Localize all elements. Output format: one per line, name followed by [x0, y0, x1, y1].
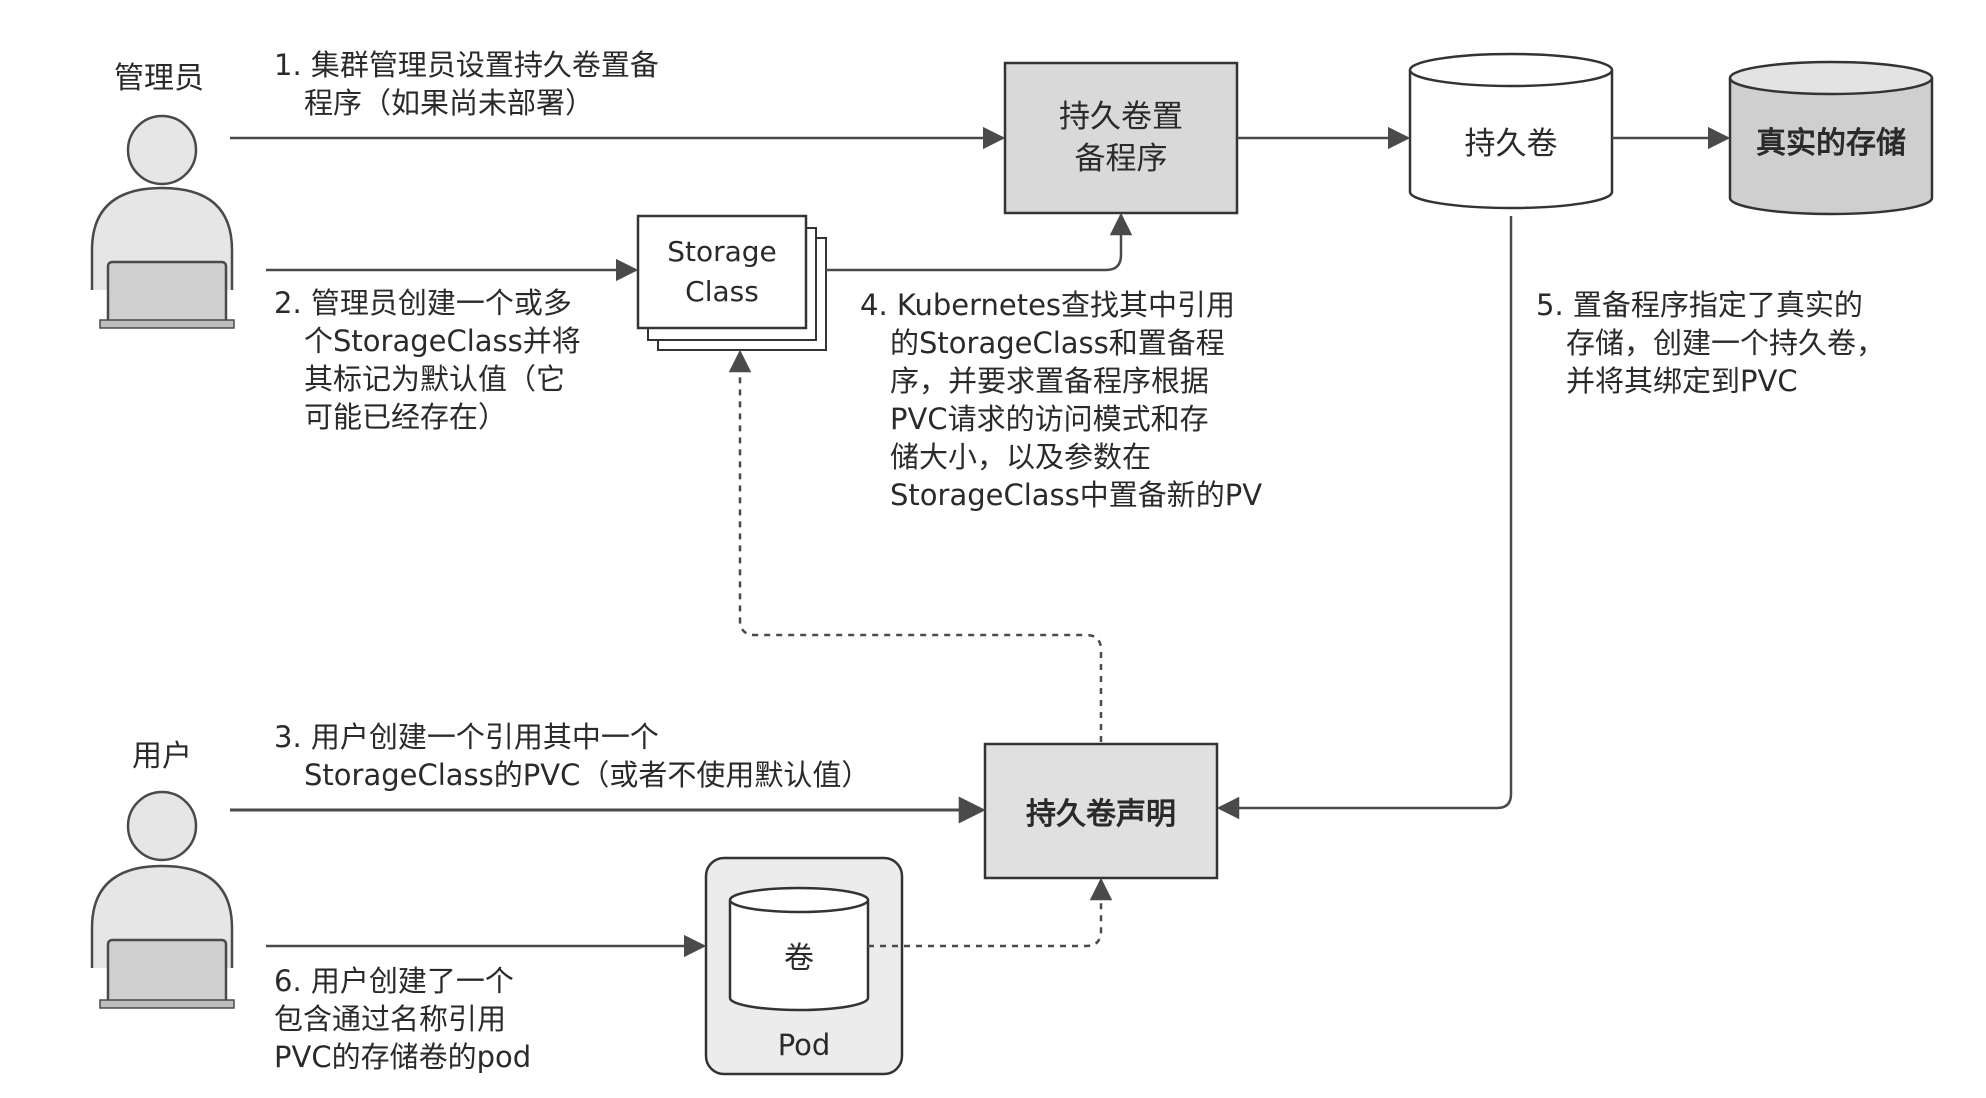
arrow-pvc-to-storage-class-dashed	[728, 349, 1103, 742]
admin-person-icon	[90, 114, 235, 329]
storage-class-label-line1: Storage	[667, 235, 777, 268]
step-2-text: 2. 管理员创建一个或多 个StorageClass并将 其标记为默认值（它 可…	[274, 284, 581, 436]
step-4-line5: 储大小，以及参数在	[890, 440, 1152, 474]
step-5-line1: 5. 置备程序指定了真实的	[1536, 288, 1863, 322]
real-storage-label: 真实的存储	[1756, 126, 1906, 161]
pv-label: 持久卷	[1464, 125, 1558, 162]
step-3-text: 3. 用户创建一个引用其中一个 StorageClass的PVC（或者不使用默认…	[274, 718, 870, 794]
step-4-line1: 4. Kubernetes查找其中引用	[860, 288, 1236, 322]
user-label: 用户	[132, 739, 192, 774]
pvc-label: 持久卷声明	[1026, 797, 1176, 832]
real-storage-cylinder	[1728, 60, 1934, 216]
pvc-box	[983, 742, 1219, 880]
step-4-line3: 序，并要求置备程序根据	[890, 364, 1210, 398]
step-4-text: 4. Kubernetes查找其中引用 的StorageClass和置备程 序，…	[860, 286, 1262, 514]
step-2-line4: 可能已经存在）	[304, 400, 508, 434]
storage-class-stack	[636, 214, 827, 351]
volume-cylinder	[728, 886, 870, 1012]
step-6-line3: PVC的存储卷的pod	[274, 1040, 532, 1074]
step-1-text: 1. 集群管理员设置持久卷置备 程序（如果尚未部署）	[274, 46, 659, 122]
step-6-line2: 包含通过名称引用	[274, 1002, 507, 1036]
provisioner-box	[1003, 61, 1239, 215]
persistent-volume-cylinder	[1408, 52, 1614, 210]
step-4-line6: StorageClass中置备新的PV	[890, 478, 1263, 512]
admin-label: 管理员	[114, 61, 204, 96]
step-4-line4: PVC请求的访问模式和存	[890, 402, 1209, 436]
provisioner-label-line2: 备程序	[1074, 141, 1168, 177]
arrow-storage-class-to-provisioner	[826, 212, 1133, 272]
step-5-line2: 存储，创建一个持久卷，	[1566, 326, 1886, 360]
volume-label: 卷	[784, 941, 814, 976]
step-2-line3: 其标记为默认值（它	[304, 362, 566, 396]
step-3-line1: 3. 用户创建一个引用其中一个	[274, 720, 659, 754]
provisioner-label: 持久卷置 备程序	[1005, 63, 1237, 213]
step-5-line3: 并将其绑定到PVC	[1566, 364, 1798, 398]
step-2-line1: 2. 管理员创建一个或多	[274, 286, 572, 320]
provisioner-label-line1: 持久卷置	[1059, 99, 1183, 135]
arrow-volume-to-pvc-dashed	[868, 877, 1113, 948]
pod-label: Pod	[777, 1028, 831, 1062]
storage-class-label: Storage Class	[638, 216, 806, 328]
step-6-text: 6. 用户创建了一个 包含通过名称引用 PVC的存储卷的pod	[274, 962, 531, 1076]
storage-class-label-line2: Class	[685, 275, 759, 308]
arrow-pv-to-pvc	[1216, 216, 1513, 820]
step-6-line1: 6. 用户创建了一个	[274, 964, 514, 998]
step-5-text: 5. 置备程序指定了真实的 存储，创建一个持久卷， 并将其绑定到PVC	[1536, 286, 1885, 400]
step-4-line2: 的StorageClass和置备程	[890, 326, 1225, 360]
user-person-icon	[90, 790, 235, 1009]
step-1-line1: 1. 集群管理员设置持久卷置备	[274, 48, 659, 82]
step-2-line2: 个StorageClass并将	[304, 324, 581, 358]
step-1-line2: 程序（如果尚未部署）	[304, 86, 595, 120]
step-3-line2: StorageClass的PVC（或者不使用默认值）	[304, 758, 871, 792]
